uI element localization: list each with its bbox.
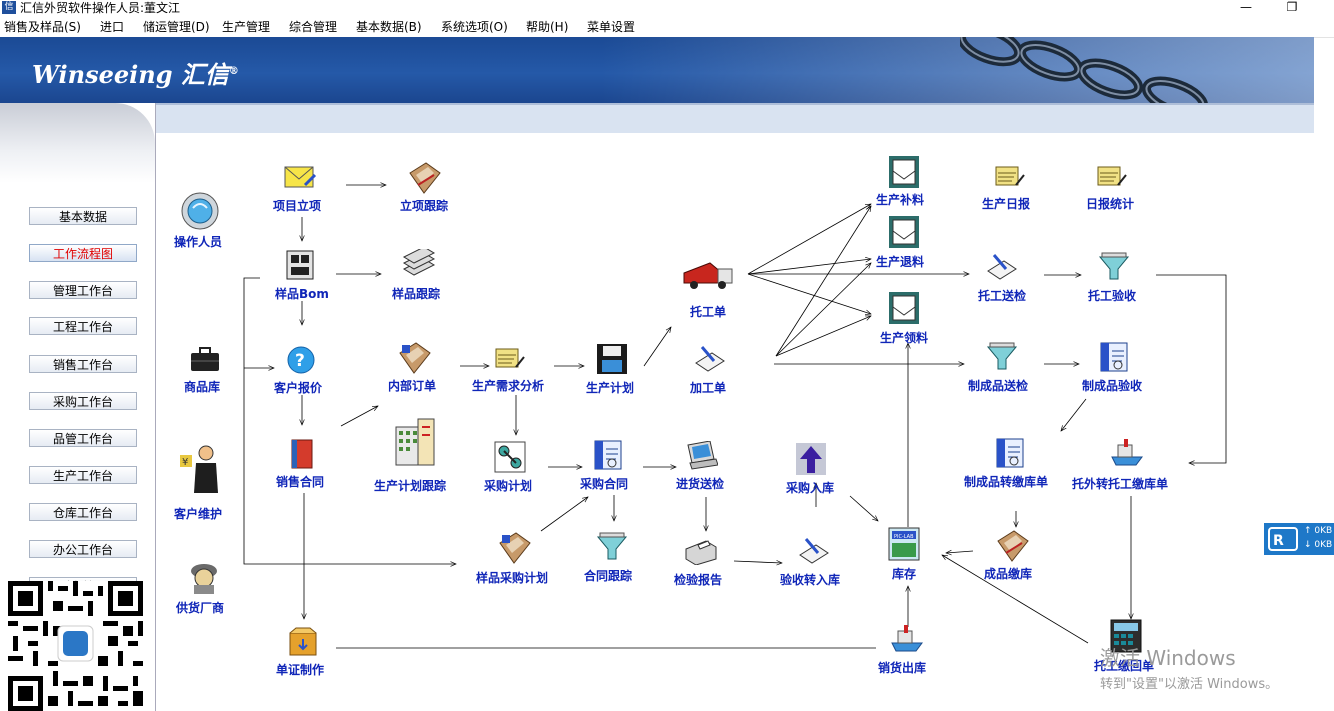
network-speed-widget[interactable]: R ↑ 0KB ↓ 0KB (1264, 523, 1334, 555)
database-icon (286, 250, 314, 280)
menu-system-options[interactable]: 系统选项(O) (441, 20, 508, 34)
svg-text:R: R (1273, 533, 1284, 549)
funnel-icon (596, 532, 628, 560)
scroll-icon (495, 348, 525, 368)
menu-basic-data[interactable]: 基本数据(B) (356, 20, 422, 34)
pen-paper-icon (799, 538, 829, 564)
window-title: 汇信外贸软件操作人员:董文江 (20, 1, 181, 15)
contract-icon (1100, 342, 1128, 372)
nav-basic-data[interactable]: 基本数据 (29, 207, 137, 225)
nav-sales-desk[interactable]: 销售工作台 (29, 355, 137, 373)
sidebar-header (0, 103, 155, 183)
svg-text:¥: ¥ (182, 457, 188, 468)
nav-management-desk[interactable]: 管理工作台 (29, 281, 137, 299)
network-icon (494, 441, 526, 473)
menu-import[interactable]: 进口 (100, 20, 125, 34)
help-icon: ? (287, 346, 315, 374)
mail-icon (889, 216, 919, 248)
contract-icon (996, 438, 1024, 468)
up-arrow-icon (796, 443, 826, 475)
flow-connectors (243, 131, 1227, 649)
inventory-icon: PIC-LAB (888, 527, 920, 561)
folder-icon (409, 162, 441, 194)
stack-icon (402, 249, 436, 276)
menu-help[interactable]: 帮助(H) (526, 20, 569, 34)
menu-production[interactable]: 生产管理 (222, 20, 271, 34)
upload-rate: ↑ 0KB (1304, 526, 1333, 536)
funnel-icon (1098, 252, 1130, 280)
scroll-icon (995, 166, 1025, 186)
sidebar: 基本数据 工作流程图 管理工作台 工程工作台 销售工作台 采购工作台 品管工作台… (0, 103, 156, 711)
fax-icon (685, 540, 717, 565)
nav-quality-desk[interactable]: 品管工作台 (29, 429, 137, 447)
globe-icon (181, 192, 219, 230)
minimize-icon[interactable]: — (1240, 0, 1252, 14)
contract-icon (594, 440, 622, 470)
pen-paper-icon (987, 254, 1017, 280)
envelope-icon (284, 166, 317, 188)
folder-icon (499, 532, 531, 564)
menu-logistics[interactable]: 储运管理(D) (143, 20, 210, 34)
chain-graphic (960, 37, 1209, 103)
calculator-icon (1110, 619, 1142, 653)
svg-text:?: ? (295, 351, 305, 371)
windows-activation-watermark: 激活 Windows 转到"设置"以激活 Windows。 (1100, 646, 1279, 692)
brand-logo: Winseeing 汇信® (32, 60, 239, 89)
funnel-icon (986, 342, 1018, 370)
menu-bar: 销售及样品(S) 进口 储运管理(D) 生产管理 综合管理 基本数据(B) 系统… (0, 16, 1334, 38)
briefcase-icon (191, 347, 219, 371)
menu-sales-samples[interactable]: 销售及样品(S) (4, 20, 81, 34)
building-icon (395, 418, 435, 466)
worker-icon (191, 564, 217, 594)
nav-production-desk[interactable]: 生产工作台 (29, 466, 137, 484)
folder-icon (997, 530, 1029, 562)
box-icon (289, 627, 317, 656)
floppy-disk-icon (597, 344, 627, 374)
download-rate: ↓ 0KB (1304, 540, 1333, 550)
title-bar: 信 汇信外贸软件操作人员:董文江 — ❐ (0, 0, 1334, 16)
mail-icon (889, 156, 919, 188)
svg-text:PIC-LAB: PIC-LAB (894, 534, 914, 540)
ship-icon (891, 625, 923, 652)
mail-icon (889, 292, 919, 324)
computer-icon (687, 441, 718, 470)
nav-purchase-desk[interactable]: 采购工作台 (29, 392, 137, 410)
folder-icon (399, 342, 431, 374)
workflow-diagram: 操作人员 商品库 ¥ 客户维护 供货厂商 项目立项 样品Bom ? 客户报价 销… (156, 131, 1314, 711)
businessman-icon: ¥ (180, 445, 218, 493)
sub-header-strip (0, 103, 1314, 133)
book-icon (291, 439, 313, 469)
banner: Winseeing 汇信® (0, 37, 1314, 103)
ship-icon (1111, 439, 1143, 466)
nav-office-desk[interactable]: 办公工作台 (29, 540, 137, 558)
pen-paper-icon (695, 346, 725, 372)
plug-icon: R (1268, 527, 1298, 551)
truck-icon (683, 262, 733, 289)
nav-engineering-desk[interactable]: 工程工作台 (29, 317, 137, 335)
nav-workflow-chart[interactable]: 工作流程图 (29, 244, 137, 262)
nav-warehouse-desk[interactable]: 仓库工作台 (29, 503, 137, 521)
maximize-icon[interactable]: ❐ (1286, 0, 1298, 14)
scroll-icon (1097, 166, 1127, 186)
app-icon: 信 (2, 1, 16, 14)
menu-settings[interactable]: 菜单设置 (587, 20, 636, 34)
menu-general[interactable]: 综合管理 (289, 20, 338, 34)
qr-code-image (8, 581, 143, 711)
